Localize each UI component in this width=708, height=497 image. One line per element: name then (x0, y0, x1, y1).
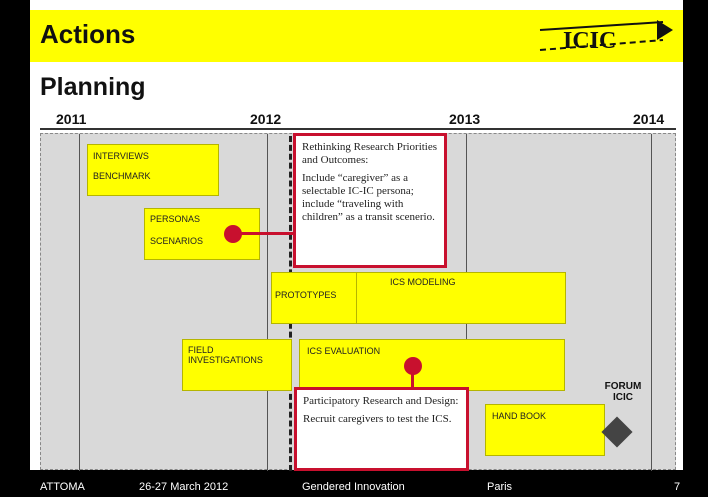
slide-title: Actions (40, 19, 136, 49)
footer-event: Gendered Innovation (302, 481, 405, 493)
year-gridline (267, 134, 268, 471)
bar-label: PERSONAS (150, 214, 201, 224)
slide: Actions ICIC Planning 2011 2012 2013 201… (30, 0, 683, 471)
bar-label: INTERVIEWS (93, 151, 149, 161)
year-2012: 2012 (250, 111, 282, 127)
bar-ics-modeling: ICS MODELING (356, 272, 566, 324)
callout-connector (241, 232, 295, 235)
bar-label: ICS MODELING (390, 277, 456, 287)
callout-connector (411, 374, 414, 388)
footer-city: Paris (487, 481, 513, 493)
bar-label: FIELD (188, 345, 214, 355)
year-gridline (79, 134, 80, 471)
slide-subtitle: Planning (40, 73, 146, 101)
footer-date: 26-27 March 2012 (139, 481, 229, 493)
footer-org: ATTOMA (40, 481, 85, 493)
milestone-line: FORUM (604, 381, 642, 392)
bar-prototypes: PROTOTYPES (271, 272, 357, 324)
bar-label: PROTOTYPES (275, 290, 337, 300)
bar-label: SCENARIOS (150, 236, 204, 246)
callout-dot-personas (224, 225, 242, 243)
bar-interviews: INTERVIEWS BENCHMARK (87, 144, 219, 196)
logo-text: ICIC (563, 28, 616, 54)
bar-label: HAND BOOK (492, 411, 547, 421)
callout-body: Recruit caregivers to test the ICS. (303, 413, 452, 425)
milestone-line: ICIC (613, 392, 633, 403)
year-gridline (651, 134, 652, 471)
timeline-axis (40, 128, 676, 130)
bar-label: INVESTIGATIONS (188, 355, 263, 365)
year-2013: 2013 (449, 111, 481, 127)
milestone-label: FORUM ICIC (598, 381, 648, 403)
callout-body: Include “caregiver” as a selectable IC-I… (302, 172, 435, 223)
bar-ics-evaluation: ICS EVALUATION (299, 339, 565, 391)
callout-rethinking: Rethinking Research Priorities and Outco… (293, 133, 447, 268)
header-banner: Actions ICIC (30, 10, 683, 62)
bar-label: ICS EVALUATION (307, 346, 381, 356)
icic-logo-icon: ICIC (539, 20, 673, 54)
callout-participatory: Participatory Research and Design: Recru… (294, 387, 469, 471)
bar-hand-book: HAND BOOK (485, 404, 605, 456)
year-2014: 2014 (633, 111, 665, 127)
footer-page-number: 7 (674, 481, 681, 493)
callout-dot-evaluation (404, 357, 422, 375)
callout-heading: Rethinking Research Priorities and Outco… (302, 141, 438, 166)
bar-field-investigations: FIELD INVESTIGATIONS (182, 339, 292, 391)
callout-heading: Participatory Research and Design: (303, 395, 459, 407)
year-2011: 2011 (56, 111, 87, 127)
bar-label: BENCHMARK (93, 171, 151, 181)
